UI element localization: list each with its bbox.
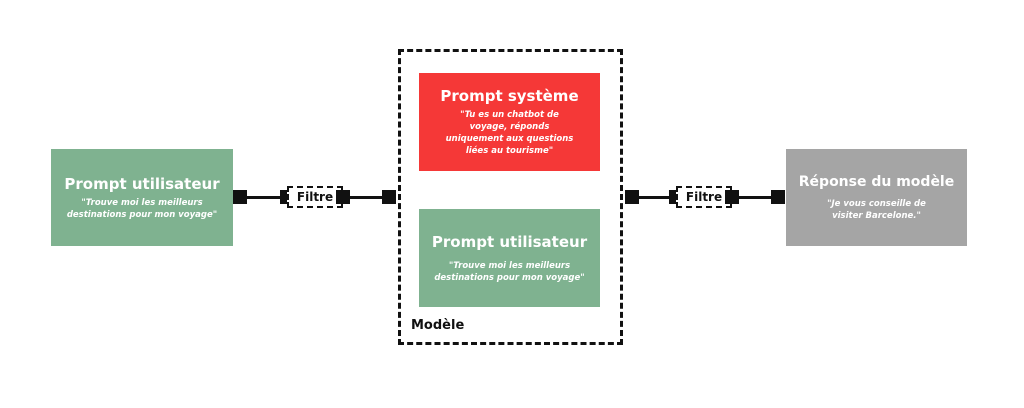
model-response-title: Réponse du modèle [798,174,955,190]
connector-node-left-filter-out [336,190,350,204]
system-prompt-quote: "Tu es un chatbot de voyage, réponds uni… [445,110,574,156]
connector-node-right-start [625,190,639,204]
system-prompt-title: Prompt système [440,87,579,105]
filter-right: Filtre [676,186,732,208]
connector-node-left-end [382,190,396,204]
user-prompt-box: Prompt utilisateur "Trouve moi les meill… [51,149,233,246]
connector-node-left-start [233,190,247,204]
connector-node-right-end [771,190,785,204]
inner-user-prompt-title: Prompt utilisateur [431,232,588,251]
user-prompt-title: Prompt utilisateur [64,174,220,193]
user-prompt-quote: "Trouve moi les meilleurs destinations p… [66,197,218,220]
inner-user-prompt-quote: "Trouve moi les meilleurs destinations p… [434,260,585,283]
model-frame [398,49,623,345]
inner-user-prompt-box: Prompt utilisateur "Trouve moi les meill… [419,209,600,307]
model-response-box: Réponse du modèle "Je vous conseille de … [786,149,967,246]
model-response-quote: "Je vous conseille de visiter Barcelone.… [827,199,926,221]
filter-left: Filtre [287,186,343,208]
model-label: Modèle [411,318,465,333]
system-prompt-box: Prompt système "Tu es un chatbot de voya… [419,73,600,171]
connector-node-right-filter-out [725,190,739,204]
